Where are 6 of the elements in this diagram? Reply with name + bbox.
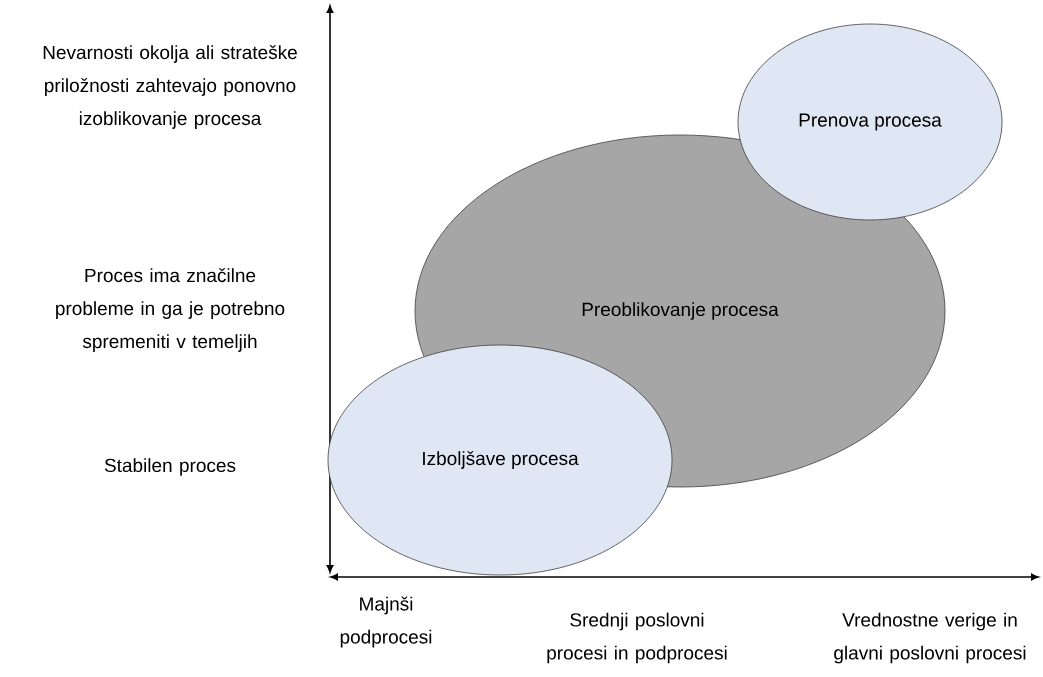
- axis-label: Majnši podprocesi: [340, 596, 432, 648]
- axis-label: Nevarnosti okolja ali strateške priložnosti zahtevajo ponovno izoblikovanje procesa: [43, 45, 297, 129]
- axis-label: Proces ima značilne probleme in ga je potrebno spremeniti v temeljih: [56, 268, 285, 352]
- axis-label: Srednji poslovni procesi in podprocesi: [547, 612, 727, 664]
- axis-label: Stabilen proces: [104, 458, 236, 476]
- axis-label: Vrednostne verige in glavni poslovni procesi: [834, 612, 1026, 664]
